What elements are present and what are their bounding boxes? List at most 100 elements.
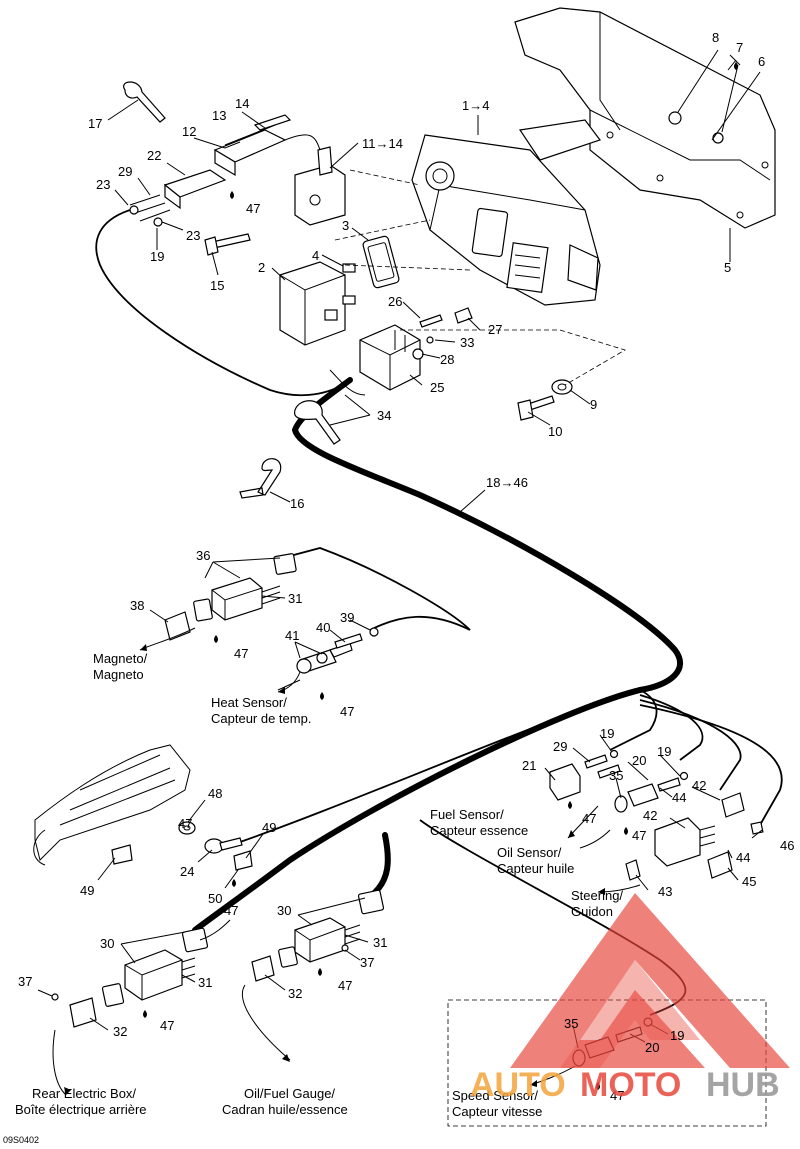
washer-part-9 xyxy=(551,379,573,395)
terminal-part-27 xyxy=(454,307,473,324)
mounting-bracket-part-5 xyxy=(514,7,776,229)
cable-tie-part-17 xyxy=(123,81,166,123)
connector-part-31-magneto xyxy=(211,577,281,621)
label-steering-line1: Steering/ xyxy=(571,888,623,903)
callout-17: 17 xyxy=(88,116,102,131)
callout-47-rear: 47 xyxy=(160,1018,174,1033)
callout-37-gauge: 37 xyxy=(360,955,374,970)
callout-47-top: 47 xyxy=(246,201,260,216)
callout-19-top: 19 xyxy=(150,249,164,264)
pin-part-37-gauge xyxy=(341,944,349,952)
callout-20-oil: 20 xyxy=(632,753,646,768)
callout-2: 2 xyxy=(258,260,265,275)
callout-33: 33 xyxy=(460,335,474,350)
watermark-moto: MOTO xyxy=(580,1066,681,1104)
callout-47-magneto: 47 xyxy=(234,646,248,661)
callout-19-oil: 19 xyxy=(657,744,671,759)
callout-38: 38 xyxy=(130,598,144,613)
seal-part-46 xyxy=(750,821,764,835)
connector-part-45 xyxy=(707,851,733,879)
callout-30-gauge: 30 xyxy=(277,903,291,918)
callout-29-top: 29 xyxy=(118,164,132,179)
callout-14: 14 xyxy=(235,96,249,111)
callout-37-rear: 37 xyxy=(18,974,32,989)
callout-21: 21 xyxy=(522,758,536,773)
label-oil-line1: Oil Sensor/ xyxy=(497,845,562,860)
callout-3: 3 xyxy=(342,218,349,233)
automotohub-watermark-logo xyxy=(510,893,790,1068)
label-fuel-line1: Fuel Sensor/ xyxy=(430,807,504,822)
pin-part-37-rear xyxy=(51,993,59,1001)
seal-part-30-rear xyxy=(101,919,231,1007)
callout-24: 24 xyxy=(180,864,194,879)
washer-part-48 xyxy=(178,821,196,835)
label-speed-line1: Speed Sensor/ xyxy=(452,1088,538,1103)
callout-46: 46 xyxy=(780,838,794,853)
connector-group-12-14 xyxy=(213,114,321,177)
bolt-part-10 xyxy=(517,395,555,421)
connector-part-31-gauge xyxy=(294,917,361,963)
callout-6: 6 xyxy=(758,54,765,69)
connector-part-25 xyxy=(359,324,421,391)
heat-sensor-connector-41 xyxy=(296,642,353,674)
label-heat-line1: Heat Sensor/ xyxy=(211,695,287,710)
label-fuel-line2: Capteur essence xyxy=(430,823,528,838)
component-labels: Magneto/ Magneto Heat Sensor/ Capteur de… xyxy=(3,651,623,1145)
relay-part-11-14 xyxy=(294,146,346,226)
callout-23-right: 23 xyxy=(186,228,200,243)
callout-20-speed: 20 xyxy=(645,1040,659,1055)
callout-15: 15 xyxy=(210,278,224,293)
label-arrows xyxy=(52,627,641,1096)
label-speed-line2: Capteur vitesse xyxy=(452,1104,542,1119)
connector-part-32-rear xyxy=(69,997,97,1028)
callout-12: 12 xyxy=(182,124,196,139)
callout-41: 41 xyxy=(285,628,299,643)
connector-part-42 xyxy=(654,792,745,867)
diagram-code: 09S0402 xyxy=(3,1135,39,1145)
cable-tie-part-16 xyxy=(239,458,282,499)
callout-28: 28 xyxy=(440,352,454,367)
label-rear-line2: Boîte électrique arrière xyxy=(15,1102,147,1117)
callout-36: 36 xyxy=(196,548,210,563)
callout-40: 40 xyxy=(316,620,330,635)
oil-sensor-connector-35 xyxy=(614,771,689,813)
automotohub-watermark-text: AUTO MOTO HUB xyxy=(470,1066,780,1104)
callout-48: 48 xyxy=(208,786,222,801)
pin-part-33 xyxy=(426,336,434,344)
callout-44-right: 44 xyxy=(736,850,750,865)
callout-31-rear: 31 xyxy=(198,975,212,990)
callout-9: 9 xyxy=(590,397,597,412)
callout-25: 25 xyxy=(430,380,444,395)
label-rear-line1: Rear Electric Box/ xyxy=(32,1086,136,1101)
callout-29-mid: 29 xyxy=(553,739,567,754)
callout-numbers: 1→4 2 3 4 5 6 7 8 9 10 11→14 12 13 14 15… xyxy=(18,30,794,1103)
callout-47-speed: 47 xyxy=(610,1088,624,1103)
callout-45: 45 xyxy=(742,874,756,889)
callout-47-spare: 47 xyxy=(178,816,192,831)
callout-47-oil: 47 xyxy=(632,828,646,843)
callout-31-gauge: 31 xyxy=(373,935,387,950)
terminals-part-29-19 xyxy=(584,749,621,779)
callout-49-left: 49 xyxy=(80,883,94,898)
callout-35-oil: 35 xyxy=(609,768,623,783)
callout-35-speed: 35 xyxy=(564,1016,578,1031)
leader-lines xyxy=(37,49,763,1049)
callout-30-rear: 30 xyxy=(100,936,114,951)
seal-part-39 xyxy=(369,627,379,637)
callout-16: 16 xyxy=(290,496,304,511)
callout-5: 5 xyxy=(724,260,731,275)
label-gauge-line1: Oil/Fuel Gauge/ xyxy=(244,1086,335,1101)
callout-23-left: 23 xyxy=(96,177,110,192)
engine-casting-outline xyxy=(33,744,191,866)
callout-32-gauge: 32 xyxy=(288,986,302,1001)
callout-47-fuel: 47 xyxy=(582,811,596,826)
connector-part-31-rear xyxy=(124,949,196,1001)
label-heat-line2: Capteur de temp. xyxy=(211,711,311,726)
connector-group-22-29 xyxy=(129,169,227,227)
callout-32-rear: 32 xyxy=(113,1024,127,1039)
callout-22: 22 xyxy=(147,148,161,163)
callout-43: 43 xyxy=(658,884,672,899)
connector-part-32-gauge xyxy=(251,955,275,982)
terminal-part-40 xyxy=(334,633,363,649)
